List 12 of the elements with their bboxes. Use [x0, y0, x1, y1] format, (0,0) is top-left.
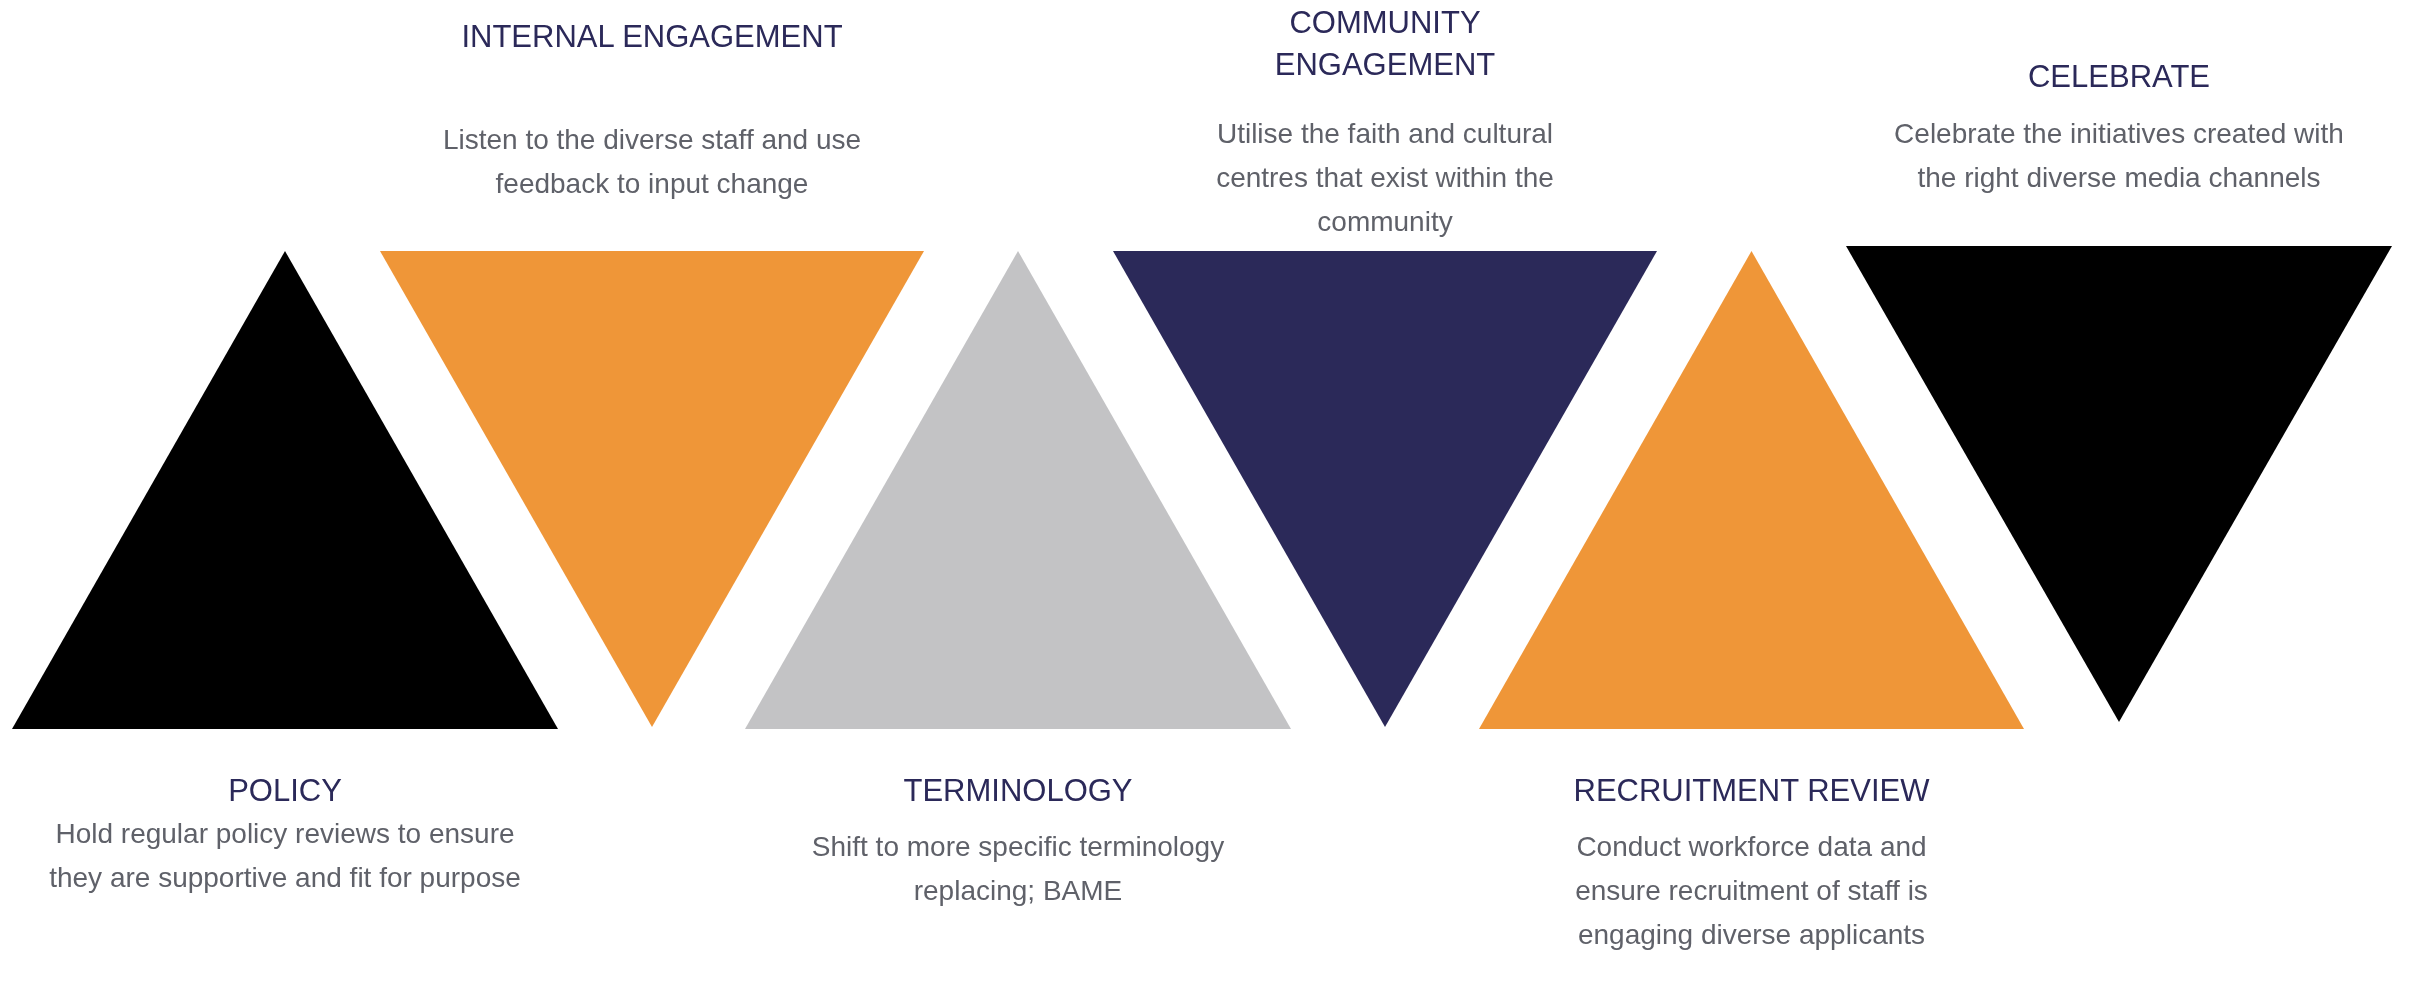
step-heading: POLICY: [227, 772, 343, 810]
step-description: Celebrate the initiatives created with the right diverse media channels: [1893, 117, 2345, 195]
step-description: Conduct workforce data and ensure recruitment of staff is engaging diverse applicants: [1574, 830, 1929, 952]
step-description: Shift to more specific terminology replacing; BAME: [810, 830, 1226, 908]
step-heading: RECRUITMENT REVIEW: [1572, 772, 1931, 810]
step-heading: CELEBRATE: [2026, 58, 2211, 96]
step-description: Listen to the diverse staff and use feedback to input change: [441, 123, 863, 201]
step-heading: INTERNAL ENGAGEMENT: [460, 18, 844, 56]
step-heading: TERMINOLOGY: [902, 772, 1134, 810]
step-description: Hold regular policy reviews to ensure they are supportive and fit for purpose: [48, 817, 522, 895]
step-heading: COMMUNITY ENGAGEMENT: [1273, 4, 1497, 84]
step-description: Utilise the faith and cultural centres that exist within the community: [1215, 117, 1555, 239]
